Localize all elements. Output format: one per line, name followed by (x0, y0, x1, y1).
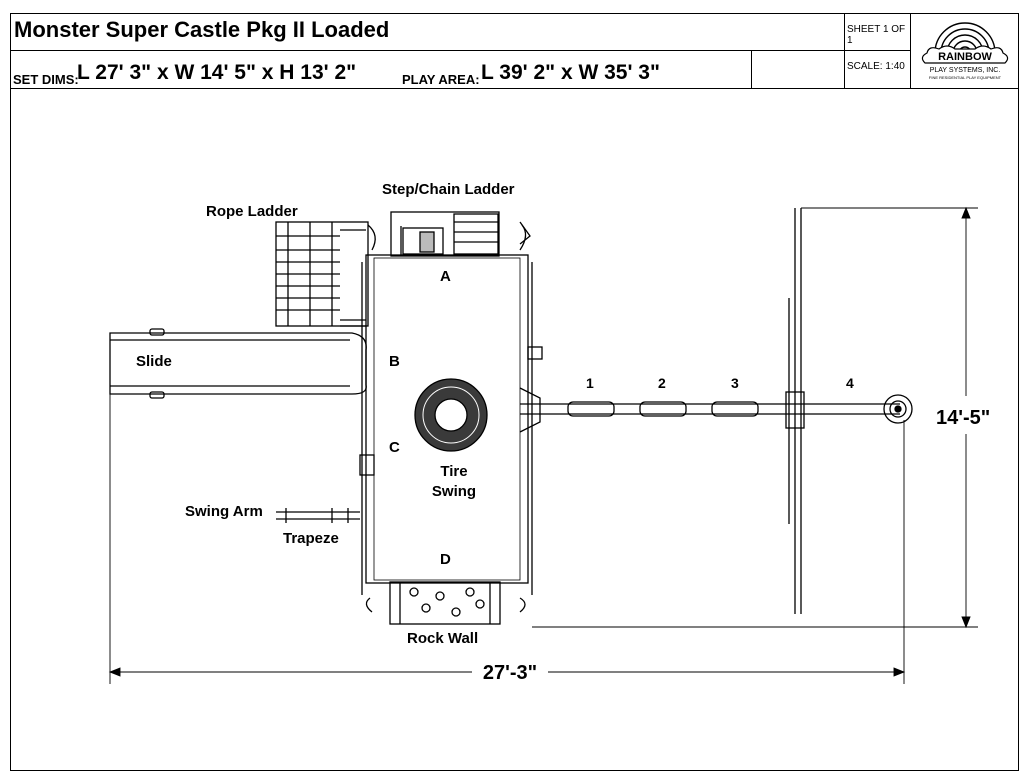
label-swing: Swing (432, 483, 476, 500)
dimension-length: 27'-3" (483, 662, 537, 684)
drawing-sheet (10, 13, 1019, 771)
label-step-chain-ladder: Step/Chain Ladder (382, 181, 515, 198)
rock-wall (365, 581, 526, 625)
point-d: D (440, 551, 451, 568)
slide (109, 328, 367, 399)
set-dims-value: L 27' 3" x W 14' 5" x H 13' 2" (77, 61, 357, 84)
label-rope-ladder: Rope Ladder (206, 203, 298, 220)
label-swing-arm: Swing Arm (185, 503, 263, 520)
dimension-width: 14'-5" (936, 407, 990, 429)
title-block: Monster Super Castle Pkg II Loaded SET D… (10, 13, 1019, 89)
logo-brand: RAINBOW (938, 51, 992, 63)
main-deck-inner (373, 257, 521, 581)
play-area-value: L 39' 2" x W 35' 3" (481, 61, 660, 84)
point-a: A (440, 268, 451, 285)
point-b: B (389, 353, 400, 370)
rope-ladder (275, 221, 369, 327)
label-trapeze: Trapeze (283, 530, 339, 547)
tire-swing (414, 378, 488, 452)
logo-line-1: PLAY SYSTEMS, INC. (930, 67, 1001, 74)
sheet-number: SHEET 1 OF 1 (845, 13, 911, 51)
label-rock-wall: Rock Wall (407, 630, 478, 647)
swing-position-2: 2 (658, 375, 666, 391)
swing-position-1: 1 (586, 375, 594, 391)
label-slide: Slide (136, 353, 172, 370)
swing-position-3: 3 (731, 375, 739, 391)
drawing-title: Monster Super Castle Pkg II Loaded (10, 13, 845, 51)
set-dims-label: SET DIMS: (13, 72, 79, 87)
point-c: C (389, 439, 400, 456)
rainbow-logo: RAINBOW PLAY SYSTEMS, INC. FINE RESIDENT… (911, 13, 1019, 89)
dims-row: SET DIMS: L 27' 3" x W 14' 5" x H 13' 2"… (10, 51, 845, 89)
dimension-lines (108, 206, 978, 684)
step-chain-ladder (367, 211, 531, 257)
swing-position-4: 4 (846, 375, 854, 391)
scale-value: SCALE: 1:40 (845, 51, 911, 89)
rainbow-logo-icon: RAINBOW PLAY SYSTEMS, INC. FINE RESIDENT… (921, 22, 1009, 80)
logo-line-2: FINE RESIDENTIAL PLAY EQUIPMENT (929, 75, 1002, 80)
title-divider (751, 51, 752, 89)
play-area-label: PLAY AREA: (402, 72, 480, 87)
swing-arm-trapeze (276, 508, 360, 523)
label-tire: Tire (440, 463, 467, 480)
a-frame (785, 208, 805, 614)
deck-fitting-left (359, 454, 375, 476)
swing-beam (519, 387, 913, 433)
main-deck (365, 254, 529, 584)
deck-fitting-right (527, 346, 543, 360)
